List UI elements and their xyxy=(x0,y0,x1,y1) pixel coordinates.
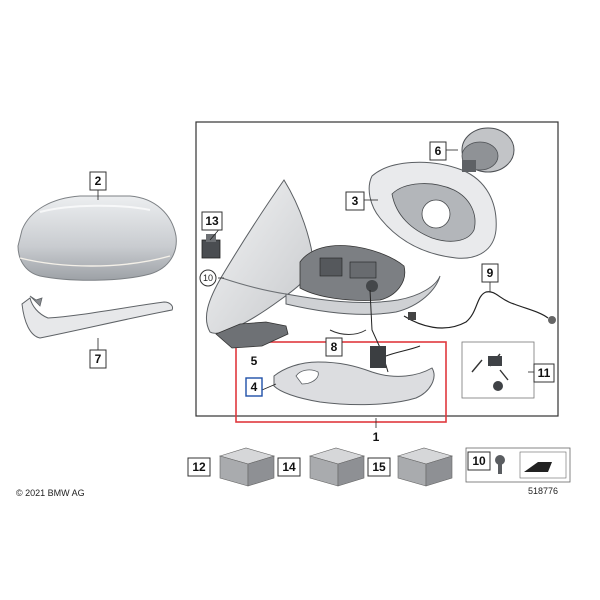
switch-part xyxy=(201,234,221,259)
kit-box-15 xyxy=(396,447,454,487)
callout-15: 15 xyxy=(367,457,391,477)
svg-text:7: 7 xyxy=(95,352,102,366)
callout-8: 8 xyxy=(325,337,343,357)
callout-4: 4 xyxy=(245,377,263,397)
copyright-text: © 2021 BMW AG xyxy=(16,488,85,498)
screws-part xyxy=(461,341,535,399)
kit-box-12 xyxy=(218,447,276,487)
svg-text:12: 12 xyxy=(192,460,206,474)
svg-text:6: 6 xyxy=(435,144,442,158)
svg-text:2: 2 xyxy=(95,174,102,188)
motor-part xyxy=(461,127,515,173)
diagram-code: 518776 xyxy=(528,486,558,496)
kit-box-14 xyxy=(308,447,366,487)
connector-part xyxy=(370,345,421,368)
svg-text:13: 13 xyxy=(205,214,219,228)
callout-14: 14 xyxy=(277,457,301,477)
svg-text:11: 11 xyxy=(538,366,551,380)
mirror-cap-part xyxy=(17,195,177,281)
callout-12: 12 xyxy=(187,457,211,477)
svg-text:10: 10 xyxy=(203,273,213,283)
svg-text:1: 1 xyxy=(373,430,380,444)
callout-11: 11 xyxy=(533,363,555,383)
svg-text:9: 9 xyxy=(487,266,494,280)
callout-10-box: 10 xyxy=(467,451,491,471)
svg-text:4: 4 xyxy=(251,380,258,394)
callout-2: 2 xyxy=(89,171,107,191)
assembly-frame xyxy=(195,121,559,417)
screw-panel xyxy=(465,447,571,483)
svg-text:14: 14 xyxy=(282,460,296,474)
svg-text:15: 15 xyxy=(372,460,386,474)
callout-6: 6 xyxy=(429,141,447,161)
actuator-mechanism-part xyxy=(299,245,406,373)
svg-text:10: 10 xyxy=(472,454,486,468)
callout-5: 5 xyxy=(246,352,262,370)
callout-1: 1 xyxy=(368,428,384,446)
mirror-glass-part xyxy=(368,161,497,259)
lower-cover-part xyxy=(273,361,435,406)
callout-3: 3 xyxy=(345,191,365,211)
svg-text:5: 5 xyxy=(251,354,258,368)
callout-7: 7 xyxy=(89,349,107,369)
svg-text:3: 3 xyxy=(352,194,359,208)
callout-9: 9 xyxy=(481,263,499,283)
callout-13: 13 xyxy=(201,211,223,231)
cable-part xyxy=(403,291,556,329)
bracket-part xyxy=(215,321,289,349)
svg-text:8: 8 xyxy=(331,340,338,354)
callout-10-circle: 10 xyxy=(199,269,217,287)
turn-signal-part xyxy=(21,295,173,339)
